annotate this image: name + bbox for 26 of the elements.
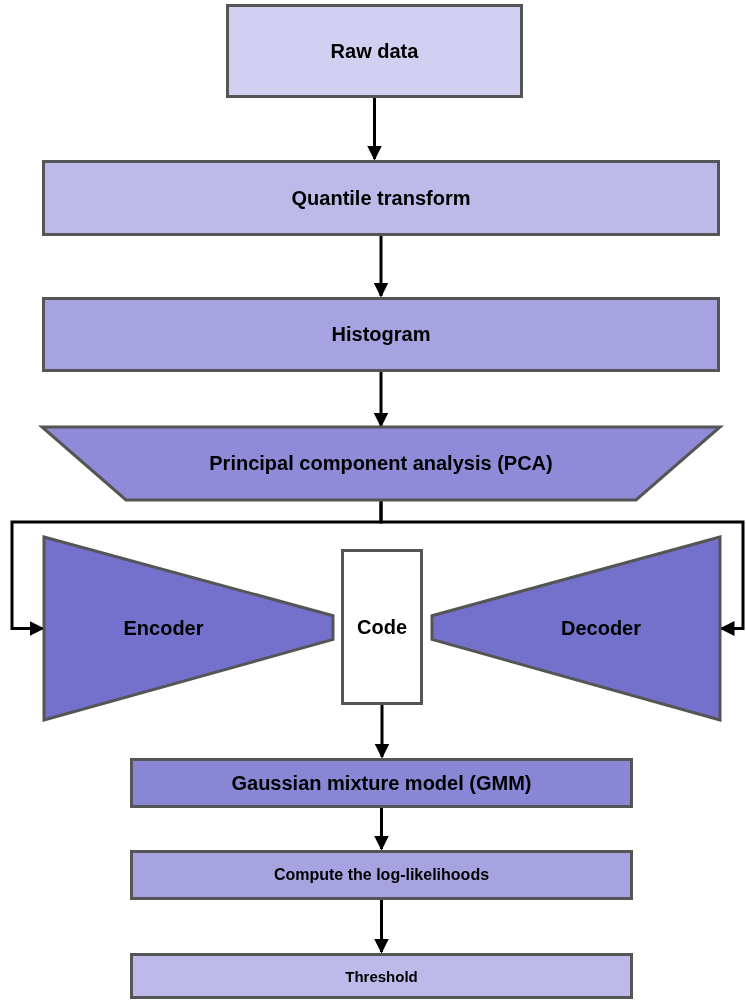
box-label: Threshold <box>345 967 418 985</box>
arrow <box>367 98 382 161</box>
process-box <box>130 953 633 999</box>
arrow <box>373 372 389 428</box>
box-label: Raw data <box>330 39 419 63</box>
encoder-trapezoid <box>44 537 333 720</box>
process-box <box>130 758 633 808</box>
arrow <box>373 236 389 298</box>
arrow <box>374 808 389 851</box>
box-label: Gaussian mixture model (GMM) <box>231 771 532 795</box>
box-label: Quantile transform <box>291 186 471 210</box>
decoder-trapezoid <box>432 537 720 720</box>
box-label: Encoder <box>123 617 204 640</box>
arrow <box>379 500 745 636</box>
process-box <box>42 297 720 372</box>
process-box <box>226 4 523 98</box>
process-box <box>130 850 633 900</box>
box-label: Principal component analysis (PCA) <box>209 452 553 475</box>
arrow <box>374 705 390 759</box>
box-label: Code <box>357 615 407 639</box>
box-label: Histogram <box>331 323 431 346</box>
code-box <box>341 549 423 705</box>
process-box <box>42 160 720 236</box>
arrow <box>374 900 389 954</box>
box-label: Decoder <box>561 617 641 640</box>
box-label: Compute the log-likelihoods <box>273 866 490 884</box>
